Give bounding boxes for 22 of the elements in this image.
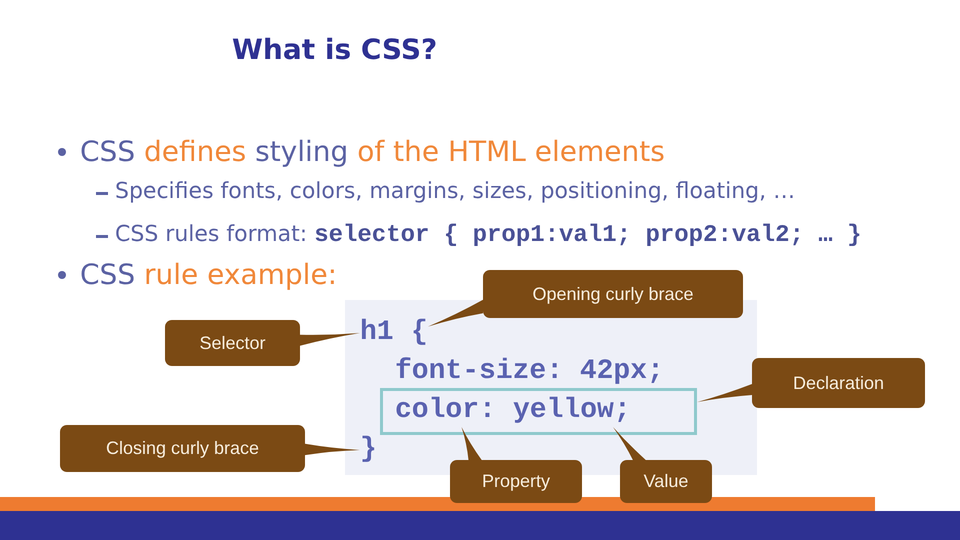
code-line: font-size: 42px; xyxy=(395,356,664,388)
sub-bullet-text: Specifies fonts, colors, margins, sizes, positioning, floating, … xyxy=(115,178,796,206)
brace-code: } xyxy=(360,434,377,466)
callout-label: Declaration xyxy=(752,358,925,408)
brace-code: { xyxy=(411,317,428,349)
callout-pointer xyxy=(300,333,360,346)
callout-pointer xyxy=(428,300,483,327)
selector-code: h1 xyxy=(360,317,394,349)
highlight-box xyxy=(380,388,697,435)
callout-pointer xyxy=(612,427,646,460)
bullet-text: CSS rule example: xyxy=(80,257,338,293)
callout-pointer xyxy=(697,384,752,402)
slide-title: What is CSS? xyxy=(232,34,438,66)
property-code: color: xyxy=(395,395,496,427)
sub-bullet-text: CSS rules format: selector { prop1:val1; prop2:val2; … } xyxy=(115,221,862,250)
bullet-text: CSS defines styling of the HTML elements xyxy=(80,134,665,170)
callout-label: Closing curly brace xyxy=(60,425,305,472)
callout-label: Selector xyxy=(165,320,300,366)
callout-pointer xyxy=(462,427,482,460)
callout-label: Opening curly brace xyxy=(483,270,743,318)
value-code: yellow; xyxy=(513,395,631,427)
callout-label: Property xyxy=(450,460,582,503)
